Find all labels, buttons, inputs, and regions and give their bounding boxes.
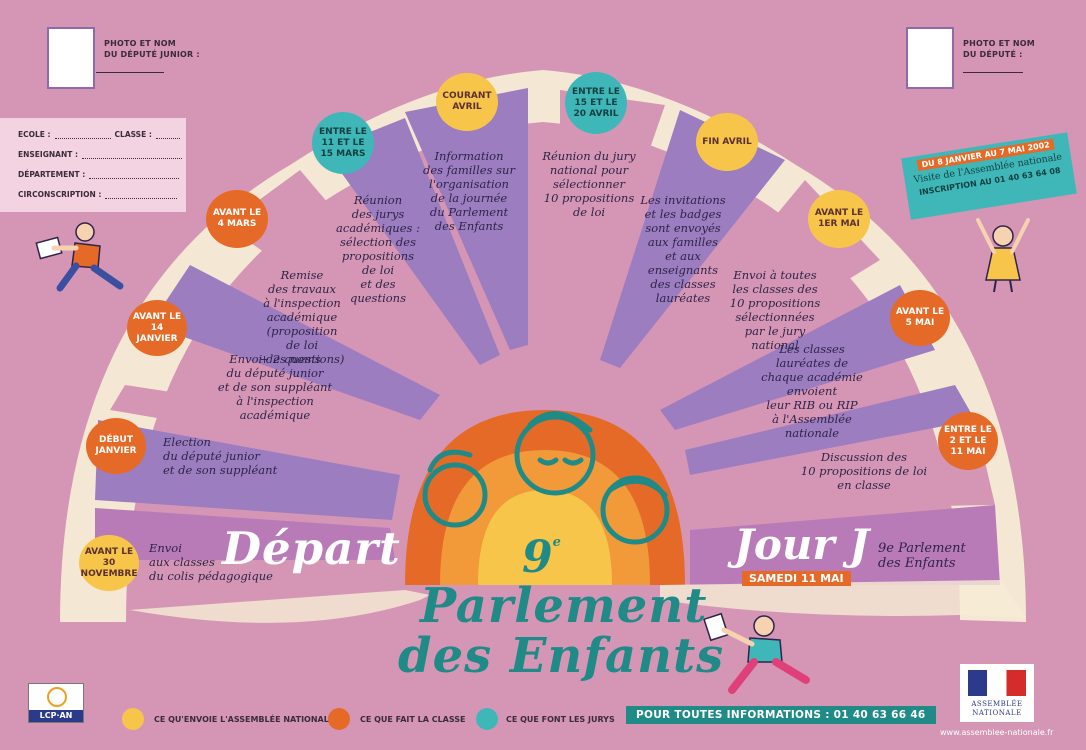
step-classes-laureates-rib: Les classes lauréates de chaque académie… bbox=[761, 342, 863, 440]
badge-debut-janvier: Début janvier bbox=[86, 418, 146, 474]
badge-avant-4-mars: Avant le 4 mars bbox=[206, 190, 268, 248]
legend-orange-dot bbox=[328, 708, 350, 730]
form-row-ecole: ECOLE : CLASSE : bbox=[18, 130, 180, 139]
circonscription-field[interactable] bbox=[105, 190, 178, 199]
step-reunion-jurys-academiques: Réunion des jurys académiques : sélectio… bbox=[336, 193, 420, 305]
rim-base-right bbox=[660, 580, 1026, 618]
sector-9 bbox=[600, 110, 785, 368]
child-holding-sign-illustration bbox=[976, 218, 1030, 293]
step-reunion-jury-national: Réunion du jury national pour sélectionn… bbox=[542, 149, 636, 219]
badge-entre-2-11-mai: Entre le 2 et le 11 mai bbox=[938, 412, 998, 470]
legend-teal-label: Ce que font les jurys bbox=[506, 715, 615, 724]
step-parlement-enfants: 9e Parlement des Enfants bbox=[878, 541, 966, 571]
photo-name-line-right bbox=[963, 72, 1023, 73]
step-envoi-noms: Envoi des noms du député junior et de so… bbox=[217, 352, 333, 422]
badge-entre-15-20-avril: Entre le 15 et le 20 avril bbox=[565, 72, 627, 134]
jour-j-label: Jour J bbox=[734, 520, 870, 569]
sector-4 bbox=[150, 265, 440, 420]
badge-entre-11-15-mars: Entre le 11 et le 15 mars bbox=[312, 112, 374, 174]
step-envoi-colis: Envoi aux classes du colis pédagogique bbox=[149, 541, 273, 583]
sector-8 bbox=[560, 90, 665, 350]
lcp-an-text: LCP·AN bbox=[29, 710, 83, 722]
badge-courant-avril: Courant avril bbox=[436, 73, 498, 131]
sector-7 bbox=[405, 88, 528, 350]
lcp-an-logo: LCP·AN bbox=[28, 683, 84, 723]
form-row-enseignant: ENSEIGNANT : bbox=[18, 150, 182, 159]
title-des-enfants: des Enfants bbox=[398, 628, 725, 684]
legend-yellow-label: Ce qu'envoie l'Assemblée nationale bbox=[154, 715, 335, 724]
badge-avant-14-janvier: Avant le 14 janvier bbox=[127, 300, 187, 356]
running-child-with-paper-illustration bbox=[703, 612, 810, 694]
assemblee-nationale-text: ASSEMBLÉE NATIONALE bbox=[971, 700, 1023, 717]
departement-field[interactable] bbox=[89, 170, 180, 179]
running-child-with-letter-illustration bbox=[35, 222, 124, 292]
step-envoi-propositions: Envoi à toutes les classes des 10 propos… bbox=[729, 268, 821, 352]
depart-label: Départ bbox=[222, 522, 401, 575]
step-election-depute: Election du député junior et de son supp… bbox=[163, 435, 278, 477]
sector-11 bbox=[660, 285, 935, 430]
badge-fin-avril: Fin avril bbox=[696, 113, 758, 171]
sector-1 bbox=[95, 508, 395, 560]
sector-5 bbox=[225, 170, 470, 385]
sector-3 bbox=[110, 385, 420, 460]
edition-number: 9e bbox=[522, 532, 561, 583]
badge-avant-30-novembre: Avant le 30 novembre bbox=[79, 535, 139, 591]
class-info-form: ECOLE : CLASSE : ENSEIGNANT : DÉPARTEMEN… bbox=[0, 118, 186, 212]
ecole-field[interactable] bbox=[54, 130, 111, 139]
sector-12 bbox=[685, 385, 975, 475]
rim-base bbox=[60, 590, 430, 623]
children-faces-illustration bbox=[422, 411, 670, 545]
step-discussion-propositions: Discussion des 10 propositions de loi en… bbox=[800, 450, 928, 492]
education-e-icon bbox=[47, 687, 67, 707]
sector-2 bbox=[95, 420, 400, 520]
legend-orange-label: Ce que fait la classe bbox=[360, 715, 466, 724]
sector-6 bbox=[325, 118, 500, 365]
form-row-circonscription: CIRCONSCRIPTION : bbox=[18, 190, 178, 199]
title-parlement: Parlement bbox=[420, 578, 708, 634]
step-information-familles: Information des familles sur l'organisat… bbox=[423, 149, 515, 233]
tricolor-flag-icon bbox=[968, 670, 1026, 696]
legend-yellow-dot bbox=[122, 708, 144, 730]
samedi-label: Samedi 11 mai bbox=[742, 571, 851, 586]
classe-field[interactable] bbox=[155, 130, 180, 139]
photo-box-depute-junior[interactable] bbox=[47, 27, 95, 89]
assemblee-nationale-logo: ASSEMBLÉE NATIONALE bbox=[960, 664, 1034, 722]
step-remise-travaux: Remise des travaux à l'inspection académ… bbox=[259, 268, 345, 366]
sector-14 bbox=[690, 505, 1000, 585]
badge-avant-5-mai: Avant le 5 mai bbox=[890, 290, 950, 346]
form-row-departement: DÉPARTEMENT : bbox=[18, 170, 180, 179]
sector-13 bbox=[690, 440, 995, 510]
legend-teal-dot bbox=[476, 708, 498, 730]
sun-core bbox=[478, 490, 612, 585]
step-invitations-badges: Les invitations et les badges sont envoy… bbox=[640, 193, 726, 305]
website-url[interactable]: www.assemblee-nationale.fr bbox=[940, 728, 1054, 737]
badge-avant-1er-mai: Avant le 1er mai bbox=[808, 190, 870, 248]
info-phone-banner: Pour toutes informations : 01 40 63 66 4… bbox=[626, 706, 936, 724]
enseignant-field[interactable] bbox=[81, 150, 182, 159]
photo-name-line-left bbox=[96, 72, 164, 73]
photo-box-depute[interactable] bbox=[906, 27, 954, 89]
